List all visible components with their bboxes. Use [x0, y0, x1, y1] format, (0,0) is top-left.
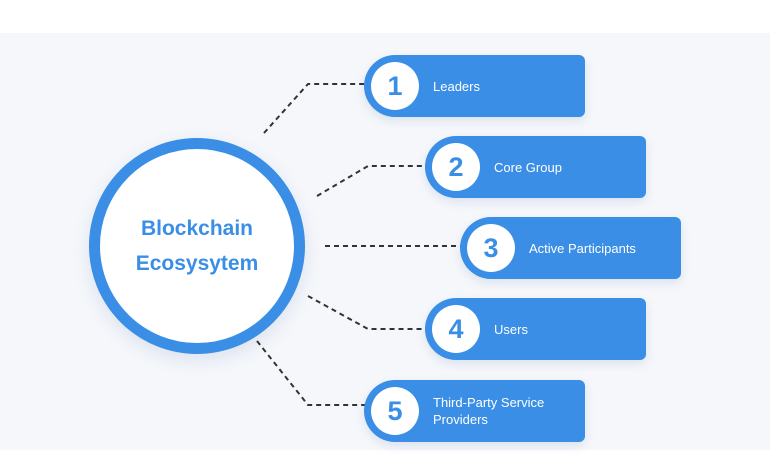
hub-title: Blockchain Ecosysytem [117, 211, 277, 281]
connector-4 [307, 295, 428, 330]
item-label-text: Leaders [433, 78, 480, 94]
item-label: Users [494, 298, 636, 360]
item-label: Leaders [433, 55, 575, 117]
item-label: Active Participants [529, 217, 671, 279]
item-pill-active-participants: 3 Active Participants [460, 217, 681, 279]
item-label-text: Active Participants [529, 240, 636, 256]
item-pill-leaders: 1 Leaders [364, 55, 585, 117]
connector-1 [263, 83, 368, 134]
item-number-badge: 5 [371, 387, 419, 435]
connector-2 [316, 165, 428, 197]
item-label-text: Third-Party Service Providers [433, 395, 545, 427]
item-label-text: Users [494, 321, 528, 337]
item-number-badge: 2 [432, 143, 480, 191]
item-pill-core-group: 2 Core Group [425, 136, 646, 198]
item-pill-users: 4 Users [425, 298, 646, 360]
hub-title-line-1: Blockchain [140, 217, 254, 240]
item-pill-third-party-service-providers: 5 Third-Party Service Providers [364, 380, 585, 442]
connector-5 [256, 340, 367, 406]
item-label: Third-Party Service Providers [433, 380, 575, 442]
item-label: Core Group [494, 136, 636, 198]
item-number-badge: 1 [371, 62, 419, 110]
hub-title-line-2: Ecosysytem [135, 252, 259, 275]
item-label-text: Core Group [494, 159, 562, 175]
item-number-badge: 3 [467, 224, 515, 272]
hub-circle: Blockchain Ecosysytem [89, 138, 305, 354]
item-number-badge: 4 [432, 305, 480, 353]
